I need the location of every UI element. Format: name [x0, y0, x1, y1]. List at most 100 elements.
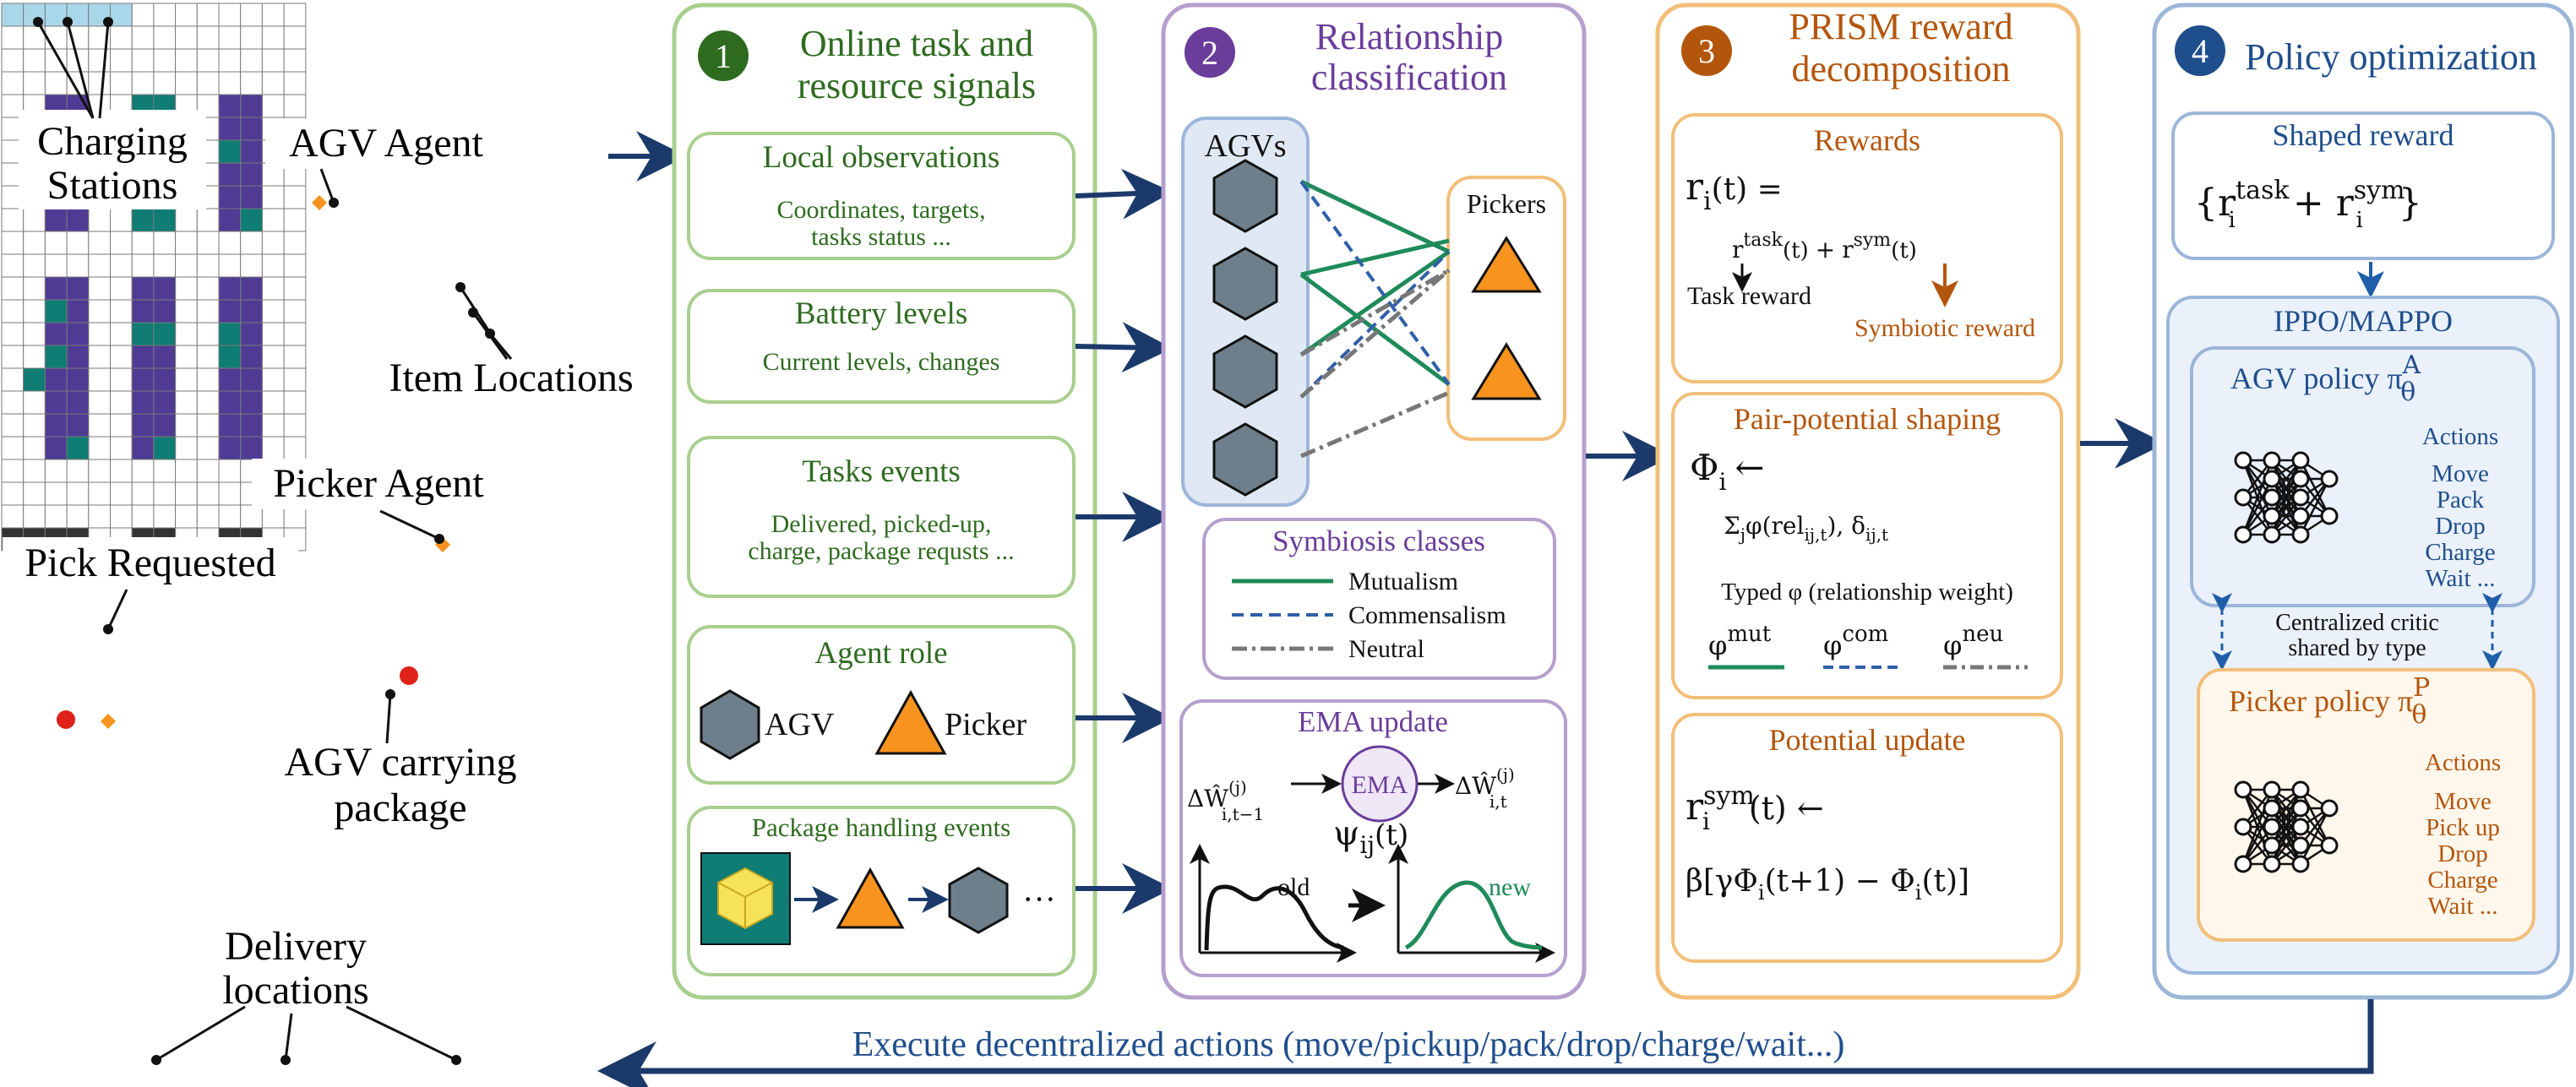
shelf-cell [44, 208, 68, 232]
shelf-cell [44, 390, 68, 415]
grid-cell [110, 253, 133, 278]
agv-action-4: Charge [2425, 539, 2495, 566]
panel4-title: Policy optimization [2245, 36, 2537, 78]
grid-cell [23, 299, 46, 323]
execute-actions-arrow: Execute decentralized actions (move/pick… [597, 999, 2374, 1087]
grid-cell [261, 94, 285, 118]
grid-cell [175, 231, 198, 255]
grid-cell [153, 459, 177, 483]
agv-carrying-label-2: package [334, 785, 466, 830]
grid-cell [131, 504, 155, 529]
shelf-cell [218, 208, 242, 232]
shelf-cell [218, 185, 242, 209]
nn-node [2291, 836, 2310, 855]
role-picker-label: Picker [945, 707, 1027, 742]
nn-node [2320, 836, 2339, 855]
grid-cell [44, 231, 68, 255]
grid-cell [66, 481, 90, 506]
grid-cell [44, 459, 68, 483]
grid-cell [110, 345, 133, 369]
nn-edge [2241, 807, 2274, 865]
picker-agent-label: Picker Agent [273, 461, 484, 506]
nn-node [2234, 780, 2252, 799]
shelf-cell [240, 413, 263, 438]
shelf-cell [66, 367, 90, 392]
item-location-cell [153, 208, 177, 232]
grid-cell [261, 276, 285, 301]
grid-cell [1, 299, 25, 323]
grid-cell [175, 504, 198, 529]
grid-cell [175, 3, 198, 27]
grid-cell [196, 481, 220, 506]
grid-cell [23, 413, 46, 438]
shelf-cell [240, 185, 263, 209]
agv-action-3: Drop [2435, 513, 2486, 540]
nn-node [2291, 855, 2310, 873]
pickers-group [1446, 176, 1566, 441]
shelf-cell [44, 367, 68, 392]
grid-cell [23, 390, 46, 415]
shelf-cell [240, 390, 263, 415]
potential-title: Potential update [1769, 723, 1966, 757]
panel-online-signals: 1 Online task and resource signals Local… [672, 3, 1097, 1000]
nn-node [2263, 470, 2281, 488]
grid-cell [1, 276, 25, 301]
grid-cell [23, 504, 46, 529]
grid-cell [218, 481, 242, 506]
grid-cell [175, 208, 198, 232]
picker-marker [101, 714, 116, 729]
grid-cell [88, 276, 112, 301]
shelf-cell [240, 276, 263, 301]
picker-action-5: Wait ... [2427, 893, 2497, 920]
nn-node [2263, 818, 2281, 836]
classes-title: Symbiosis classes [1272, 524, 1485, 557]
nn-edge [2270, 478, 2302, 535]
grid-cell [88, 345, 112, 369]
grid-cell [261, 71, 285, 95]
nn-node [2263, 507, 2281, 525]
grid-cell [23, 345, 46, 369]
nn-node [2263, 836, 2281, 855]
nn-node [2291, 525, 2310, 544]
shelf-cell [240, 299, 263, 323]
grid-cell [88, 253, 112, 278]
grid-cell [175, 436, 198, 460]
shelf-cell [44, 436, 68, 460]
grid-cell [196, 413, 220, 438]
grid-cell [283, 71, 307, 95]
agv-agent-label: AGV Agent [289, 121, 483, 166]
grid-cell [218, 459, 242, 483]
shelf-cell [131, 436, 155, 460]
shelf-cell [153, 276, 177, 301]
grid-cell [88, 367, 112, 392]
shelf-cell [66, 345, 90, 369]
grid-cell [175, 345, 198, 369]
grid-cell [110, 276, 133, 301]
grid-cell [88, 299, 112, 323]
grid-cell [283, 3, 307, 27]
reward-equation: ri(t) = [1686, 166, 1783, 216]
shelf-cell [153, 390, 177, 415]
grid-cell [110, 25, 133, 50]
grid-cell [283, 322, 307, 346]
grid-cell [175, 459, 198, 483]
grid-cell [196, 25, 220, 50]
grid-cell [261, 185, 285, 209]
nn-node [2234, 818, 2252, 836]
arrows-signals-to-classification [1075, 168, 1173, 914]
grid-cell [88, 436, 112, 460]
nn-node [2291, 818, 2310, 836]
nn-node [2320, 470, 2339, 488]
shelf-cell [218, 117, 242, 141]
grid-cell [261, 208, 285, 232]
pick-requested-label: Pick Requested [25, 541, 275, 585]
shelf-cell [153, 345, 177, 369]
shelf-cell [153, 413, 177, 438]
grid-cell [23, 276, 46, 301]
typed-phi-label: Typed φ (relationship weight) [1721, 579, 2013, 606]
picker-actions-label: Actions [2425, 749, 2501, 776]
shelf-cell [240, 367, 263, 392]
svg-text:3: 3 [1698, 32, 1715, 70]
grid-cell [261, 345, 285, 369]
